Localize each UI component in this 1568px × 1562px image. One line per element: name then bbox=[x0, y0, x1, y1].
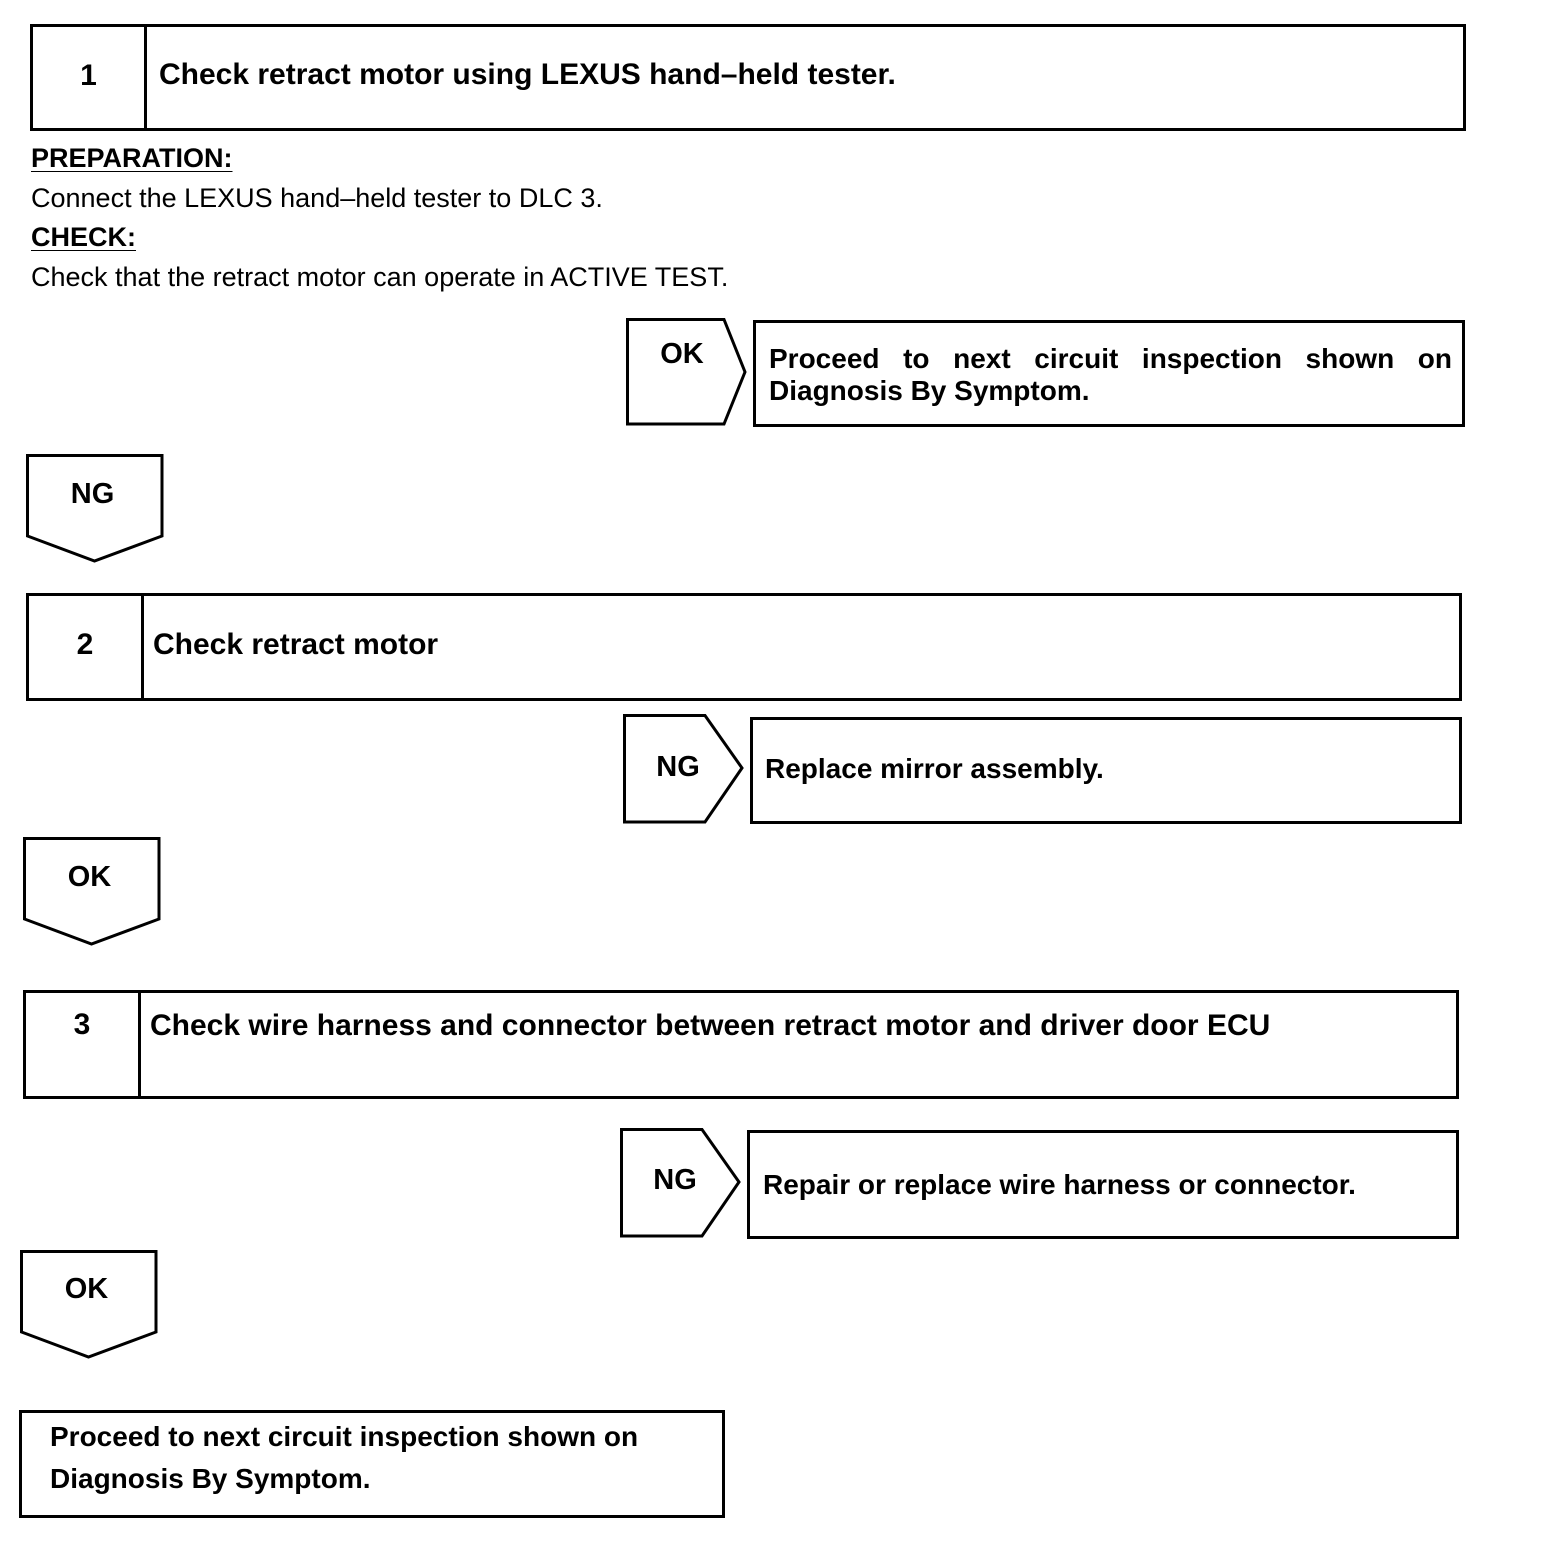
step-3-ok-arrow bbox=[20, 1250, 158, 1359]
step-2-ng-result-box: Replace mirror assembly. bbox=[750, 717, 1462, 824]
step-3-ng-label: NG bbox=[653, 1164, 697, 1196]
preparation-text: Connect the LEXUS hand–held tester to DL… bbox=[31, 183, 603, 213]
step-1-ok-label: OK bbox=[660, 338, 704, 370]
step-1-number: 1 bbox=[33, 27, 147, 128]
step-1-ok-arrow bbox=[626, 318, 747, 426]
step-2-ok-label: OK bbox=[67, 861, 112, 893]
step-1-box: 1 Check retract motor using LEXUS hand–h… bbox=[30, 24, 1466, 131]
final-result-line-2: Diagnosis By Symptom. bbox=[50, 1463, 371, 1494]
step-3-ok-label: OK bbox=[64, 1273, 109, 1305]
step-1-ng-label: NG bbox=[70, 478, 115, 510]
step-2-title: Check retract motor bbox=[153, 628, 439, 661]
step-1-ok-result-text: Proceed to next circuit inspection shown… bbox=[769, 343, 1452, 406]
step-3-ng-result-box: Repair or replace wire harness or connec… bbox=[747, 1130, 1459, 1239]
step-3-number: 3 bbox=[26, 993, 141, 1096]
step-3-box: 3 Check wire harness and connector betwe… bbox=[23, 990, 1459, 1099]
check-text: Check that the retract motor can operate… bbox=[31, 262, 729, 292]
step-1-title: Check retract motor using LEXUS hand–hel… bbox=[159, 58, 896, 91]
step-2-ng-result-text: Replace mirror assembly. bbox=[765, 753, 1104, 784]
step-2-ng-label: NG bbox=[656, 751, 700, 783]
step-2-box: 2 Check retract motor bbox=[26, 593, 1462, 701]
step-1-ng-arrow bbox=[26, 454, 164, 563]
step-1-ok-result-box: Proceed to next circuit inspection shown… bbox=[753, 320, 1465, 427]
check-label: CHECK: bbox=[31, 222, 136, 252]
preparation-label: PREPARATION: bbox=[31, 143, 233, 173]
step-2-number: 2 bbox=[29, 596, 144, 698]
step-3-ng-result-text: Repair or replace wire harness or connec… bbox=[763, 1169, 1356, 1200]
step-3-title: Check wire harness and connector between… bbox=[150, 1009, 1271, 1042]
final-result-box: Proceed to next circuit inspection shown… bbox=[19, 1410, 725, 1518]
step-3-ng-arrow bbox=[620, 1128, 741, 1238]
step-2-ok-arrow bbox=[23, 837, 161, 946]
final-result-line-1: Proceed to next circuit inspection shown… bbox=[50, 1421, 639, 1452]
step-2-ng-arrow bbox=[623, 714, 744, 824]
